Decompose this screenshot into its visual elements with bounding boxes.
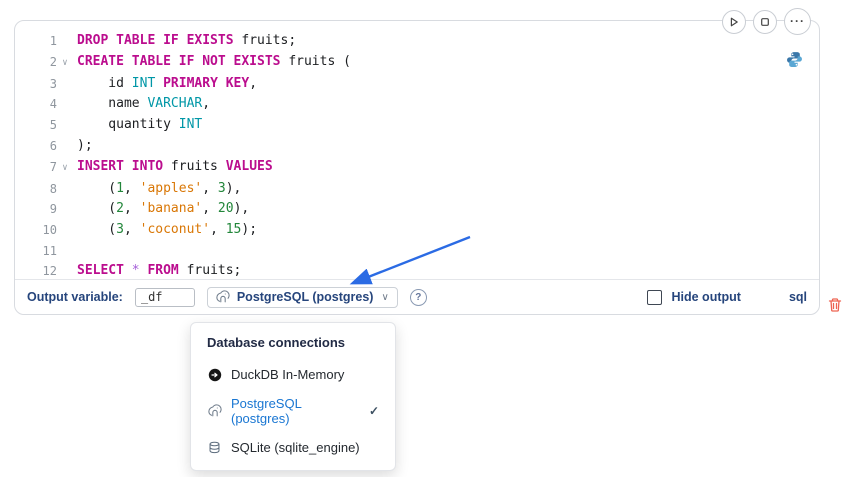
menu-title: Database connections xyxy=(207,335,345,350)
code-line[interactable]: 11 xyxy=(25,241,809,262)
code-editor[interactable]: 1 DROP TABLE IF EXISTS fruits; 2 ∨ CREATE TA… xyxy=(25,31,809,278)
menu-item-sqlite[interactable]: SQLite (sqlite_engine) xyxy=(191,433,395,462)
hide-output-label: Hide output xyxy=(671,290,741,304)
output-variable-label: Output variable: xyxy=(27,290,123,304)
fold-spacer xyxy=(57,31,73,52)
sqlite-icon xyxy=(207,440,222,455)
code-text: INSERT INTO fruits VALUES xyxy=(77,158,273,174)
code-line[interactable]: 9 (2, 'banana', 20), xyxy=(25,199,809,220)
connection-label: PostgreSQL (postgres) xyxy=(236,290,374,304)
delete-cell-button[interactable] xyxy=(827,297,843,313)
fold-spacer xyxy=(57,261,73,278)
python-kernel-icon xyxy=(786,51,803,68)
fold-spacer xyxy=(57,179,73,200)
line-number: 4 xyxy=(49,97,57,112)
menu-item-label: PostgreSQL (postgres) xyxy=(231,396,302,426)
code-line[interactable]: 6); xyxy=(25,136,809,157)
interrupt-button[interactable] xyxy=(753,9,777,34)
fold-spacer xyxy=(57,241,73,262)
line-number: 2 xyxy=(49,54,57,69)
postgresql-icon xyxy=(216,290,231,305)
language-badge: sql xyxy=(788,290,807,304)
trash-icon xyxy=(828,298,842,312)
line-number: 1 xyxy=(49,34,57,48)
ellipsis-icon: ··· xyxy=(790,13,805,28)
code-text xyxy=(73,241,809,262)
code-text: SELECT * FROM fruits; xyxy=(77,263,242,278)
menu-item-postgresql[interactable]: PostgreSQL (postgres) ✓ xyxy=(191,389,395,433)
fold-spacer xyxy=(57,220,73,241)
code-text: CREATE TABLE IF NOT EXISTS fruits ( xyxy=(77,53,351,69)
line-number: 5 xyxy=(49,118,57,133)
code-line[interactable]: 2 ∨ CREATE TABLE IF NOT EXISTS fruits ( xyxy=(25,52,809,74)
fold-spacer xyxy=(57,136,73,157)
database-connections-menu: Database connections DuckDB In-Memory Po… xyxy=(190,322,396,471)
fold-toggle-icon[interactable]: ∨ xyxy=(62,57,68,68)
menu-item-label: DuckDB In-Memory xyxy=(231,367,345,382)
code-line[interactable]: 12 SELECT * FROM fruits; xyxy=(25,261,809,278)
fold-spacer xyxy=(57,115,73,136)
postgresql-icon xyxy=(207,404,222,419)
code-text: (3, 'coconut', 15); xyxy=(77,221,258,237)
sql-cell: 1 DROP TABLE IF EXISTS fruits; 2 ∨ CREATE TA… xyxy=(14,20,820,315)
code-text: quantity INT xyxy=(77,117,203,133)
code-text: id INT PRIMARY KEY, xyxy=(77,75,258,91)
chevron-down-icon: ∨ xyxy=(381,291,389,303)
code-lines: 1 DROP TABLE IF EXISTS fruits; 2 ∨ CREATE TA… xyxy=(25,31,809,278)
toolbar-right: Hide output sql xyxy=(646,289,807,305)
menu-item-label: SQLite (sqlite_engine) xyxy=(231,440,360,455)
play-icon xyxy=(728,16,740,28)
line-number: 10 xyxy=(42,222,57,237)
line-number: 6 xyxy=(49,138,57,153)
code-text: DROP TABLE IF EXISTS fruits; xyxy=(77,33,297,48)
code-line[interactable]: 10 (3, 'coconut', 15); xyxy=(25,220,809,241)
line-number: 8 xyxy=(49,181,57,196)
line-number: 12 xyxy=(42,264,57,278)
code-line[interactable]: 1 DROP TABLE IF EXISTS fruits; xyxy=(25,31,809,52)
line-number: 11 xyxy=(42,243,57,258)
stop-square-icon xyxy=(759,16,771,28)
database-connection-select[interactable]: PostgreSQL (postgres) ∨ xyxy=(206,286,398,308)
help-icon[interactable]: ? xyxy=(409,288,427,306)
fold-spacer xyxy=(57,199,73,220)
menu-item-duckdb[interactable]: DuckDB In-Memory xyxy=(191,360,395,389)
code-line[interactable]: 8 (1, 'apples', 3), xyxy=(25,179,809,200)
fold-spacer xyxy=(57,74,73,95)
fold-spacer xyxy=(57,94,73,115)
line-number: 3 xyxy=(49,76,57,91)
code-line[interactable]: 3 id INT PRIMARY KEY, xyxy=(25,74,809,95)
code-text: (1, 'apples', 3), xyxy=(77,180,242,196)
cell-action-buttons: ··· xyxy=(722,8,811,35)
line-number: 9 xyxy=(49,202,57,217)
code-line[interactable]: 4 name VARCHAR, xyxy=(25,94,809,115)
code-text: name VARCHAR, xyxy=(77,96,211,112)
code-text: ); xyxy=(77,137,93,153)
line-number: 7 xyxy=(49,159,57,174)
output-variable-input[interactable] xyxy=(134,287,195,307)
code-line[interactable]: 7 ∨ INSERT INTO fruits VALUES xyxy=(25,157,809,179)
cell-toolbar: Output variable: PostgreSQL (postgres) ∨… xyxy=(15,279,819,314)
fold-toggle-icon[interactable]: ∨ xyxy=(62,162,68,173)
check-icon: ✓ xyxy=(368,404,379,418)
more-actions-button[interactable]: ··· xyxy=(784,8,811,35)
run-cell-button[interactable] xyxy=(722,9,746,34)
code-text: (2, 'banana', 20), xyxy=(77,201,250,217)
hide-output-checkbox[interactable] xyxy=(646,289,662,305)
duckdb-icon xyxy=(207,367,222,382)
code-line[interactable]: 5 quantity INT xyxy=(25,115,809,136)
